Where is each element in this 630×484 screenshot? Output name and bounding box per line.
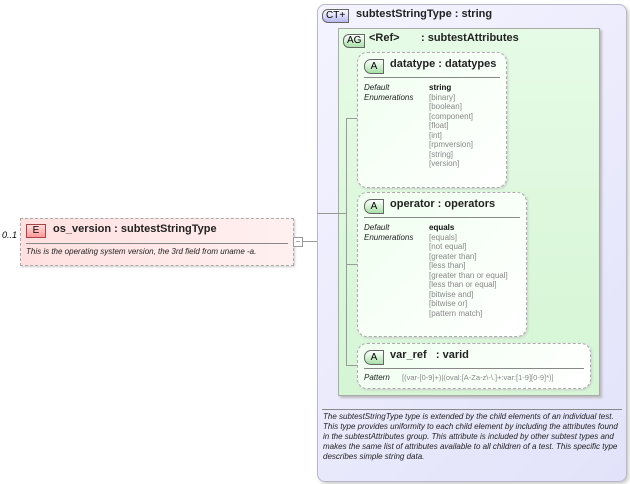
attribute-group-name: : subtestAttributes	[421, 32, 519, 44]
tree-line	[346, 264, 357, 265]
tree-line	[317, 213, 347, 214]
enum-value: [boolean]	[429, 102, 462, 111]
separator	[364, 217, 520, 218]
default-value: equals	[429, 223, 455, 232]
default-value: string	[429, 83, 452, 92]
enum-value: [binary]	[429, 92, 456, 102]
attribute-badge: A	[364, 59, 384, 74]
values: equals [equals] [not equal] [greater tha…	[429, 223, 508, 318]
separator	[364, 77, 500, 78]
attribute-group-ref: <Ref>	[369, 32, 400, 44]
default-label: Default	[364, 223, 390, 232]
attribute-title: datatype : datatypes	[390, 58, 497, 70]
collapse-button[interactable]: −	[293, 237, 303, 247]
enum-value: [component]	[429, 111, 474, 121]
enum-value: [greater than or equal]	[429, 270, 508, 280]
enum-value: [greater than]	[429, 251, 477, 261]
tree-line	[346, 118, 347, 366]
enum-value: [bitwise and]	[429, 289, 474, 299]
separator	[322, 409, 622, 410]
pattern-value: [(var-[0-9]+)|(oval:[A-Za-z\-\.]+:var:[1…	[402, 373, 554, 382]
element-box[interactable]: E os_version : subtestStringType This is…	[20, 218, 294, 266]
separator	[26, 243, 288, 244]
enum-value: [pattern match]	[429, 308, 483, 318]
attribute-var-ref[interactable]: A var_ref : varid Pattern [(var-[0-9]+)|…	[357, 343, 591, 389]
element-title: os_version : subtestStringType	[53, 223, 217, 235]
enum-value: [string]	[429, 149, 454, 159]
attribute-title: var_ref : varid	[390, 349, 469, 361]
enumerations-label: Enumerations	[364, 92, 414, 102]
pattern-label: Pattern	[364, 373, 390, 382]
enum-value: [float]	[429, 121, 449, 130]
attribute-badge: A	[364, 199, 384, 214]
enum-value: [rpmversion]	[429, 140, 474, 149]
element-doc: This is the operating system version, th…	[26, 247, 257, 256]
tree-line	[346, 365, 357, 366]
attribute-datatype[interactable]: A datatype : datatypes Default Enumerati…	[357, 52, 507, 188]
attribute-title: operator : operators	[390, 198, 496, 210]
connector	[302, 241, 317, 242]
cardinality: 0..1	[2, 230, 18, 240]
complex-type-title: subtestStringType : string	[356, 8, 493, 20]
enum-value: [less than or equal]	[429, 280, 497, 289]
enum-value: [bitwise or]	[429, 299, 468, 308]
attribute-badge: A	[364, 350, 384, 365]
separator	[364, 368, 584, 369]
element-badge: E	[26, 224, 46, 238]
attribute-group-badge: AG	[343, 34, 366, 48]
attribute-operator[interactable]: A operator : operators Default Enumerati…	[357, 192, 527, 337]
tree-line	[346, 118, 357, 119]
enum-value: [not equal]	[429, 242, 467, 251]
enum-value: [version]	[429, 159, 460, 168]
enum-value: [equals]	[429, 232, 458, 242]
enumerations-label: Enumerations	[364, 232, 414, 242]
complex-type-doc: The subtestStringType type is extended b…	[323, 412, 618, 461]
complex-type-badge: CT+	[322, 9, 350, 23]
enum-value: [less than]	[429, 261, 466, 270]
default-label: Default	[364, 83, 390, 92]
values: string [binary] [boolean] [component] [f…	[429, 83, 473, 169]
enum-value: [int]	[429, 130, 442, 140]
